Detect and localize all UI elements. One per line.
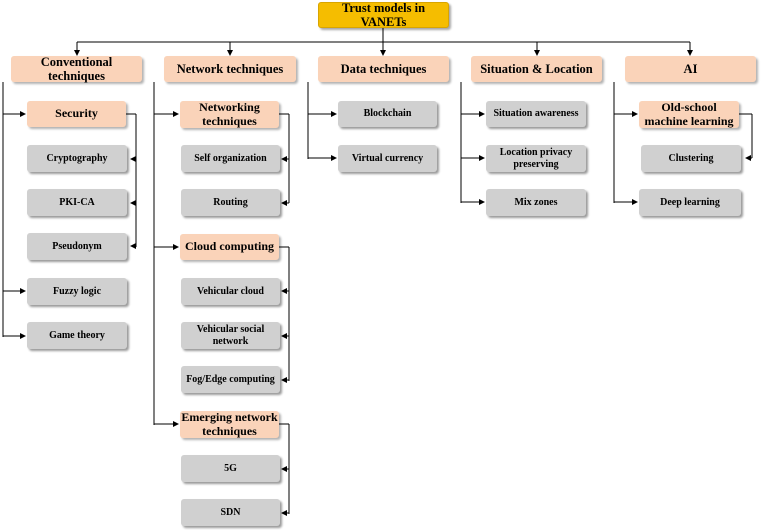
node-5g: 5G [181,455,280,482]
node-fog-edge-computing: Fog/Edge computing [181,366,280,393]
node-emerging-network-techniques: Emerging network techniques [180,409,279,438]
category-conventional: Conventional techniques [11,55,142,83]
root-node: Trust models in VANETs [318,1,449,29]
node-cryptography: Cryptography [27,145,127,172]
node-vehicular-social-network: Vehicular social network [181,322,280,349]
node-location-privacy: Location privacy preserving [486,145,586,172]
category-ai: AI [625,56,756,82]
node-cloud-computing: Cloud computing [180,234,279,260]
node-clustering: Clustering [641,145,741,172]
node-sdn: SDN [181,499,280,526]
node-routing: Routing [181,189,280,216]
category-situation: Situation & Location [471,56,602,82]
node-virtual-currency: Virtual currency [338,145,437,172]
node-pki-ca: PKI-CA [27,189,127,216]
node-fuzzy-logic: Fuzzy logic [27,278,127,305]
node-mix-zones: Mix zones [486,189,586,216]
node-situation-awareness: Situation awareness [486,101,586,127]
node-blockchain: Blockchain [338,101,437,127]
node-vehicular-cloud: Vehicular cloud [181,278,280,305]
node-deep-learning: Deep learning [639,189,741,216]
node-game-theory: Game theory [27,322,127,349]
node-networking-techniques: Networking techniques [180,100,279,128]
category-network: Network techniques [164,56,296,82]
category-data: Data techniques [318,56,449,82]
node-security: Security [27,101,126,127]
node-self-organization: Self organization [181,145,280,172]
node-old-school-ml: Old-school machine learning [639,100,739,128]
node-pseudonym: Pseudonym [27,233,127,260]
